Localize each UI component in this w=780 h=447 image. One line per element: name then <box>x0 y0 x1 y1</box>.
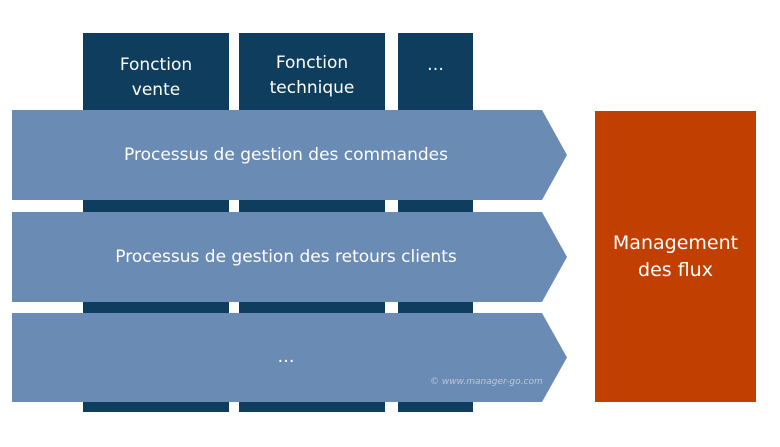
watermark: © www.manager-go.com <box>430 377 543 387</box>
management-label: Management des flux <box>612 231 739 281</box>
management-box: Management des flux <box>595 111 756 402</box>
process-arrow-retours: Processus de gestion des retours clients <box>12 212 567 302</box>
process-label: Processus de gestion des retours clients <box>115 247 457 267</box>
function-label: Fonction technique <box>269 53 355 98</box>
process-label: Processus de gestion des commandes <box>124 145 448 165</box>
function-label: Fonction vente <box>119 55 193 100</box>
process-arrow-commandes: Processus de gestion des commandes <box>12 110 567 200</box>
process-arrow-more: … <box>12 313 567 402</box>
function-label: … <box>427 55 444 75</box>
process-label: … <box>277 347 295 367</box>
